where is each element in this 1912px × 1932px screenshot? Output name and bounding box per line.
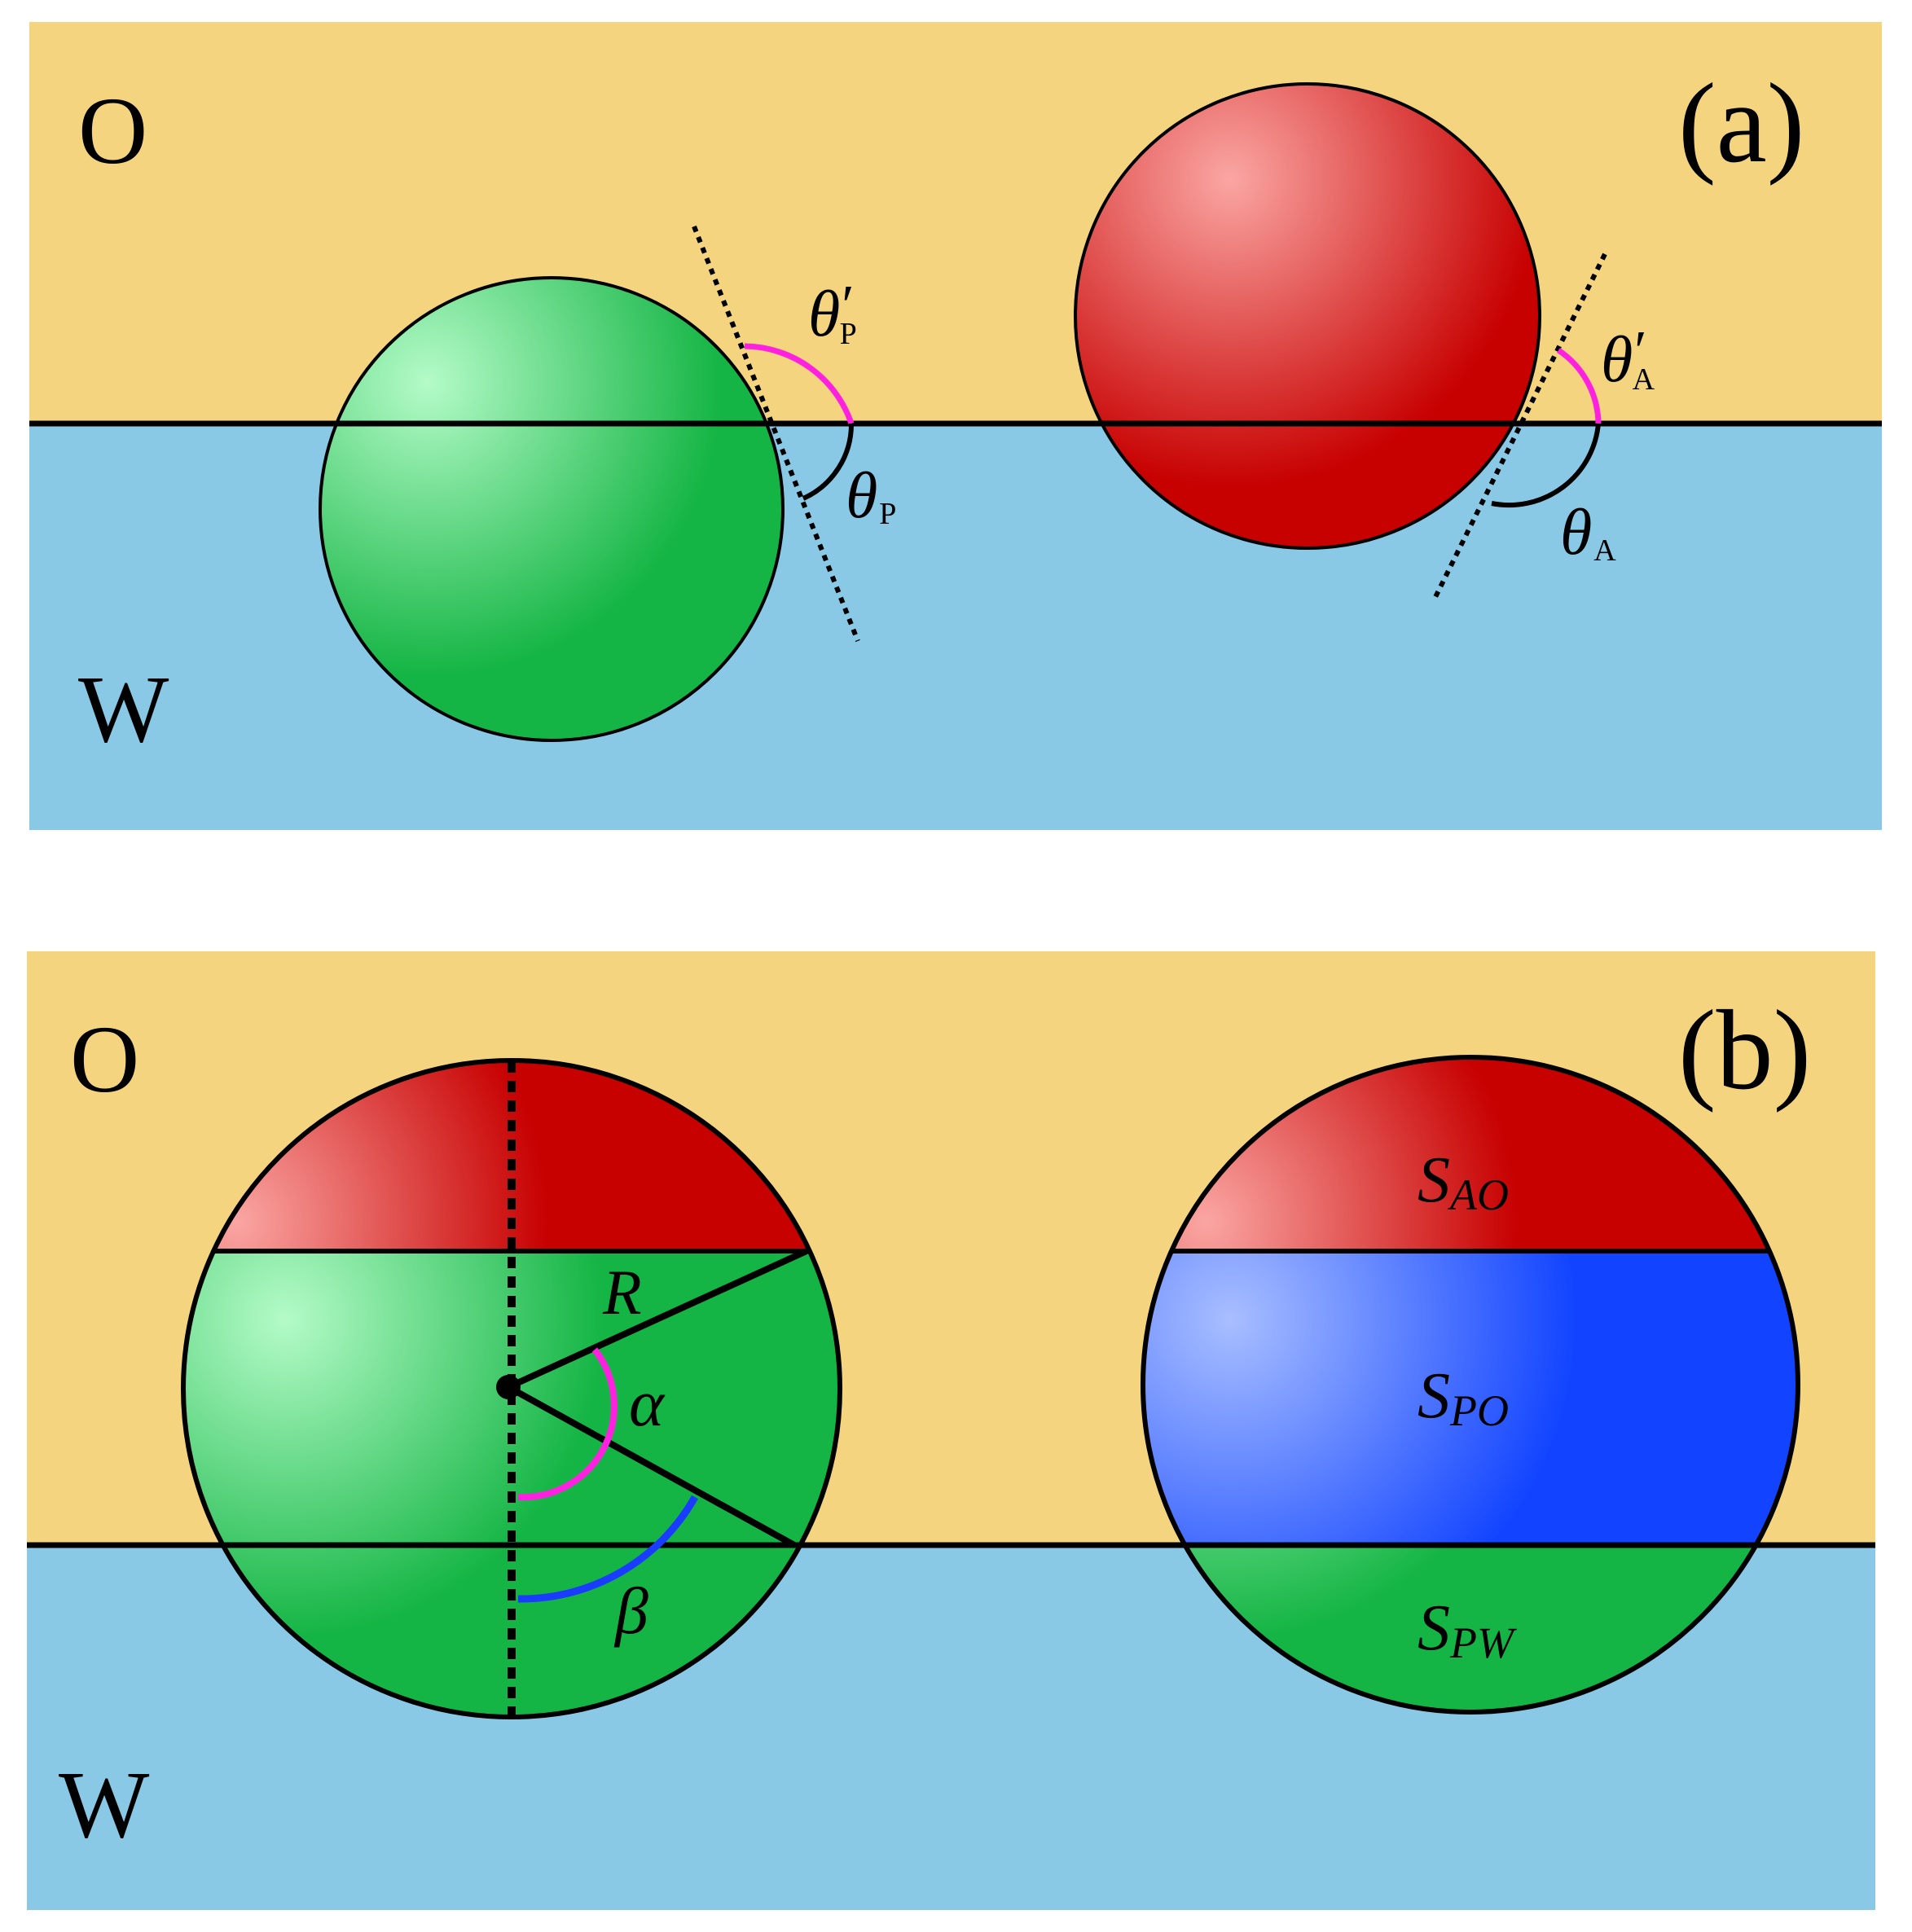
red-particle-a — [1074, 82, 1541, 550]
surface-po-region — [1143, 1251, 1798, 1545]
theta-a-label: θA — [1560, 497, 1616, 569]
water-label-b: W — [59, 1751, 150, 1858]
radius-label: R — [602, 1257, 642, 1328]
theta-a-prime-label: θ′A — [1601, 320, 1655, 397]
surface-pw-label: SPW — [1418, 1592, 1518, 1667]
water-phase-a — [29, 424, 1882, 830]
radius-line-cap — [507, 1248, 808, 1390]
surface-po-label: SPO — [1418, 1360, 1509, 1435]
particle-right-outline — [1141, 1055, 1800, 1715]
panel-label-a: (a) — [1678, 60, 1804, 187]
panel-label-b: (b) — [1678, 987, 1811, 1113]
arc-theta-a — [1491, 423, 1601, 508]
theta-p-label: θP — [846, 460, 896, 532]
arc-theta-a-prime — [1557, 348, 1602, 424]
surface-ao-label: SAO — [1418, 1144, 1509, 1219]
theta-p-prime-label: θ′P — [808, 274, 857, 351]
arc-beta — [517, 1495, 698, 1603]
arc-theta-p — [802, 423, 855, 501]
beta-label: β — [613, 1574, 648, 1648]
oil-label-b: O — [70, 1006, 139, 1113]
radius-line-interface — [507, 1384, 796, 1548]
green-particle-a — [319, 276, 785, 742]
panel-b: O W (b) R α β SAO SPO SPW — [27, 951, 1875, 1910]
water-label-a: W — [78, 656, 169, 762]
particle-center-point — [496, 1375, 521, 1399]
alpha-label: α — [629, 1366, 666, 1440]
panel-a: O W (a) θ′P θP θ′A θA — [29, 22, 1882, 830]
oil-label-a: O — [78, 77, 147, 184]
arc-theta-p-prime — [744, 343, 855, 425]
particle-left-outline — [181, 1058, 842, 1719]
oil-phase-a — [29, 22, 1882, 424]
arc-alpha — [517, 1347, 618, 1501]
